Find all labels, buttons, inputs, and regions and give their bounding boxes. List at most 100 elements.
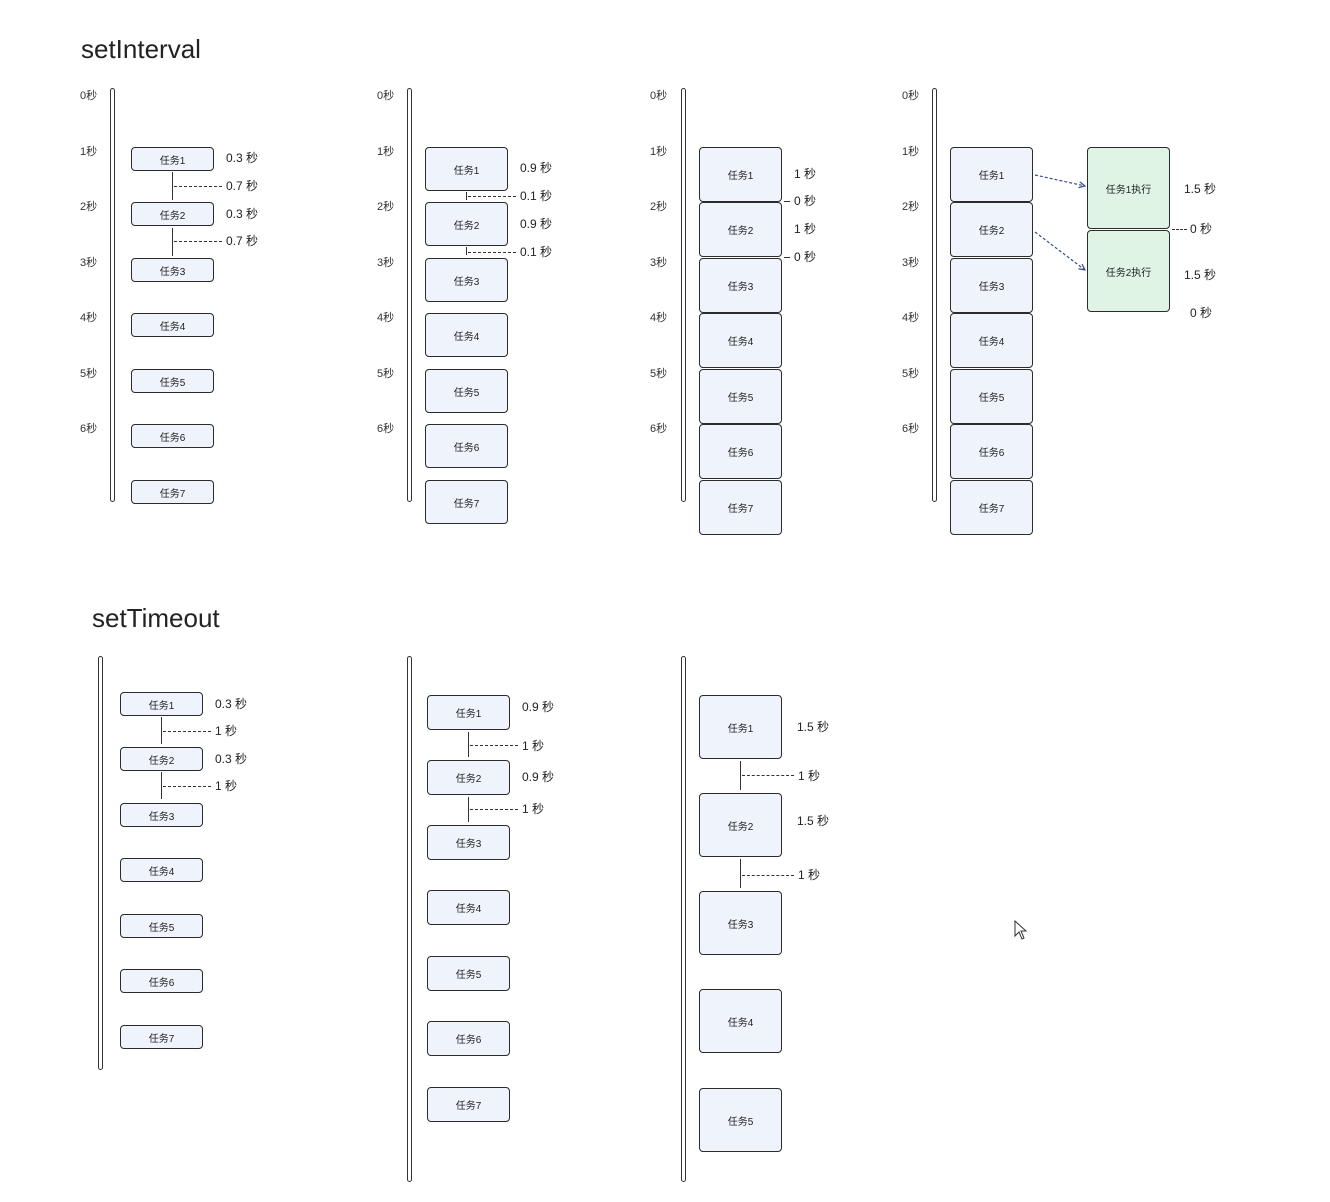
arrow-task1-to-exec bbox=[1034, 174, 1085, 186]
time-tick-label: 2秒 bbox=[650, 201, 668, 213]
time-tick-label: 5秒 bbox=[377, 368, 395, 380]
task-box: 任务2 bbox=[131, 202, 214, 226]
duration-label: 0.9 秒 bbox=[522, 770, 555, 784]
exec-task-box: 任务1执行 bbox=[1087, 147, 1170, 229]
duration-label: 1.5 秒 bbox=[1184, 268, 1217, 282]
time-tick-label: 4秒 bbox=[650, 312, 668, 324]
task-box: 任务5 bbox=[425, 369, 508, 413]
duration-label: 0.9 秒 bbox=[522, 700, 555, 714]
time-tick-label: 1秒 bbox=[902, 146, 920, 158]
time-tick-label: 6秒 bbox=[650, 423, 668, 435]
duration-label: 0.3 秒 bbox=[226, 151, 259, 165]
task-box: 任务4 bbox=[120, 858, 203, 882]
gap-dashed-line bbox=[468, 252, 516, 253]
time-tick-label: 3秒 bbox=[902, 257, 920, 269]
time-tick-label: 5秒 bbox=[650, 368, 668, 380]
section-title: setInterval bbox=[81, 34, 201, 64]
task-box: 任务4 bbox=[950, 313, 1033, 368]
section-title: setTimeout bbox=[92, 603, 220, 633]
timeline-rail bbox=[407, 656, 412, 1182]
task-box: 任务7 bbox=[425, 480, 508, 524]
timeline-rail bbox=[932, 88, 937, 502]
gap-dashed-line bbox=[470, 809, 518, 810]
task-box: 任务6 bbox=[131, 424, 214, 448]
gap-connector bbox=[740, 859, 741, 888]
task-box: 任务1 bbox=[699, 147, 782, 202]
mouse-cursor-icon bbox=[1014, 920, 1028, 940]
task-box: 任务2 bbox=[427, 760, 510, 795]
time-tick-label: 6秒 bbox=[377, 423, 395, 435]
gap-dashed-line bbox=[174, 186, 222, 187]
task-box: 任务3 bbox=[699, 891, 782, 955]
duration-label: 1 秒 bbox=[794, 167, 817, 181]
task-box: 任务1 bbox=[699, 695, 782, 759]
task-box: 任务6 bbox=[950, 424, 1033, 479]
time-tick-label: 6秒 bbox=[902, 423, 920, 435]
gap-dashed-line bbox=[163, 731, 211, 732]
time-tick-label: 1秒 bbox=[650, 146, 668, 158]
task-box: 任务3 bbox=[699, 258, 782, 313]
task-box: 任务1 bbox=[950, 147, 1033, 202]
gap-dashed-line bbox=[784, 257, 790, 258]
exec-task-box: 任务2执行 bbox=[1087, 230, 1170, 312]
task-box: 任务5 bbox=[131, 369, 214, 393]
task-box: 任务3 bbox=[950, 258, 1033, 313]
duration-label: 0 秒 bbox=[1190, 222, 1213, 236]
timeline-rail bbox=[110, 88, 115, 502]
gap-connector bbox=[161, 772, 162, 799]
gap-dashed-line bbox=[174, 241, 222, 242]
task-box: 任务4 bbox=[427, 890, 510, 925]
task-box: 任务2 bbox=[699, 202, 782, 257]
time-tick-label: 1秒 bbox=[80, 146, 98, 158]
timeline-rail bbox=[98, 656, 103, 1070]
time-tick-label: 3秒 bbox=[377, 257, 395, 269]
gap-dashed-line bbox=[163, 786, 211, 787]
gap-dashed-line bbox=[468, 196, 516, 197]
time-tick-label: 4秒 bbox=[377, 312, 395, 324]
task-box: 任务6 bbox=[427, 1021, 510, 1056]
task-box: 任务2 bbox=[120, 747, 203, 771]
task-box: 任务6 bbox=[699, 424, 782, 479]
task-box: 任务4 bbox=[699, 989, 782, 1053]
task-box: 任务7 bbox=[427, 1087, 510, 1122]
task-box: 任务3 bbox=[131, 258, 214, 282]
task-box: 任务1 bbox=[425, 147, 508, 191]
gap-connector bbox=[172, 228, 173, 256]
gap-connector bbox=[466, 247, 467, 255]
time-tick-label: 4秒 bbox=[80, 312, 98, 324]
time-tick-label: 2秒 bbox=[377, 201, 395, 213]
duration-label: 0.7 秒 bbox=[226, 234, 259, 248]
task-box: 任务5 bbox=[427, 956, 510, 991]
duration-label: 1 秒 bbox=[798, 769, 821, 783]
duration-label: 1.5 秒 bbox=[1184, 182, 1217, 196]
duration-label: 0.3 秒 bbox=[215, 697, 248, 711]
timeline-rail bbox=[681, 88, 686, 502]
duration-label: 0 秒 bbox=[794, 194, 817, 208]
gap-connector bbox=[466, 192, 467, 200]
task-box: 任务6 bbox=[120, 969, 203, 993]
duration-label: 0.3 秒 bbox=[226, 207, 259, 221]
time-tick-label: 0秒 bbox=[902, 90, 920, 102]
task-box: 任务2 bbox=[425, 202, 508, 246]
duration-label: 0.1 秒 bbox=[520, 189, 553, 203]
duration-label: 0.9 秒 bbox=[520, 217, 553, 231]
gap-connector bbox=[468, 797, 469, 822]
time-tick-label: 0秒 bbox=[377, 90, 395, 102]
duration-label: 0.1 秒 bbox=[520, 245, 553, 259]
gap-connector bbox=[161, 717, 162, 744]
task-box: 任务7 bbox=[950, 480, 1033, 535]
arrow-task2-to-exec bbox=[1034, 231, 1085, 270]
task-box: 任务3 bbox=[427, 825, 510, 860]
task-box: 任务1 bbox=[120, 692, 203, 716]
task-box: 任务2 bbox=[950, 202, 1033, 257]
time-tick-label: 4秒 bbox=[902, 312, 920, 324]
task-box: 任务3 bbox=[425, 258, 508, 302]
time-tick-label: 5秒 bbox=[902, 368, 920, 380]
task-box: 任务4 bbox=[425, 313, 508, 357]
task-box: 任务6 bbox=[425, 424, 508, 468]
duration-label: 1 秒 bbox=[522, 802, 545, 816]
duration-label: 1.5 秒 bbox=[797, 720, 830, 734]
task-box: 任务7 bbox=[699, 480, 782, 535]
